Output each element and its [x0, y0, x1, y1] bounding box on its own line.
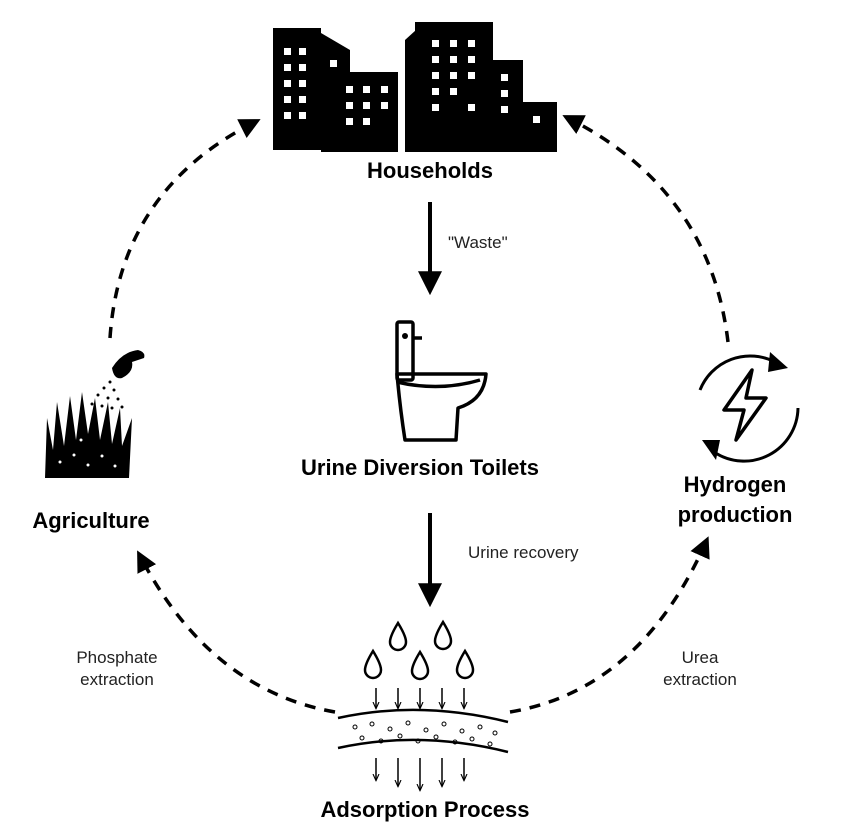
agriculture-to-households-arrow [108, 119, 261, 339]
phosphate-label-line2: extraction [80, 670, 154, 690]
hydrogen-label-line1: Hydrogen [683, 472, 787, 497]
toilet-icon [395, 320, 488, 442]
hydrogen-to-households-arrow [562, 115, 730, 343]
adsorption-to-agriculture-arrow [137, 550, 336, 714]
waste-label: "Waste" [448, 233, 508, 252]
hydrogen-label: Hydrogen production [652, 470, 818, 529]
adsorption-to-hydrogen-arrow [509, 536, 710, 714]
toilets-label: Urine Diversion Toilets [301, 455, 539, 480]
hydrogen-label-line2: production [677, 501, 793, 527]
phosphate-label-line1: Phosphate [76, 648, 158, 667]
urine-recovery-label: Urine recovery [468, 543, 579, 562]
urea-extraction-label: Urea extraction [640, 647, 760, 691]
buildings-icon [273, 22, 557, 152]
droplets-icon [363, 619, 475, 681]
phosphate-extraction-label: Phosphate extraction [52, 647, 182, 691]
plant-watering-icon [45, 350, 145, 478]
urea-label-line2: extraction [663, 670, 737, 690]
urea-label-line1: Urea [681, 648, 719, 667]
membrane-icon [337, 688, 509, 790]
adsorption-label: Adsorption Process [320, 797, 530, 822]
households-label: Households [367, 158, 493, 183]
renewable-energy-icon [698, 352, 800, 463]
agriculture-label: Agriculture [32, 508, 150, 533]
